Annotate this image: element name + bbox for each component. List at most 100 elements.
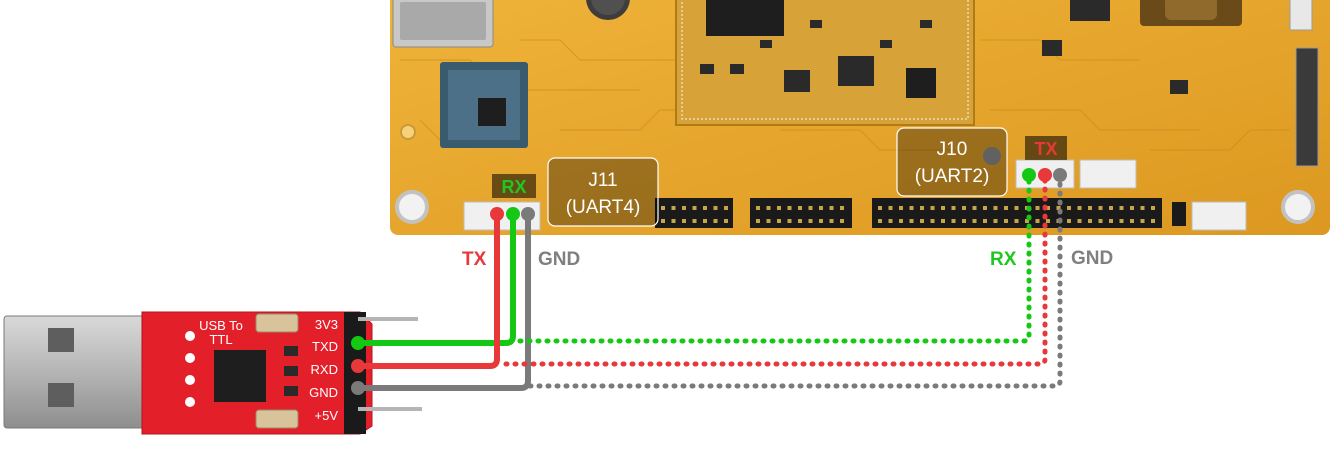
left-gnd-label: GND (538, 249, 580, 270)
header-pin (993, 219, 998, 223)
fpc-connector-top (1289, 0, 1313, 31)
header-pin (920, 219, 924, 223)
header-pin (899, 206, 903, 210)
header-pin (1035, 219, 1040, 223)
header-pin (1098, 206, 1103, 210)
j11-pin-tag-text: RX (501, 177, 526, 197)
smd-parts (700, 20, 932, 74)
header-pin (972, 206, 977, 210)
component-round (983, 147, 1001, 165)
header-pin (713, 219, 718, 223)
wire-red-solid (355, 211, 500, 369)
j10-pin-tag: TX (1025, 136, 1067, 160)
pmic-chip (906, 68, 936, 98)
header-pin (909, 219, 914, 223)
sd-card-slot-inner (400, 2, 486, 40)
header-pin (941, 219, 945, 223)
header-pin (692, 206, 697, 210)
pin-5v (358, 407, 422, 411)
header-pin (972, 219, 977, 223)
header-pin (1088, 206, 1092, 210)
wires (355, 173, 1063, 391)
battery-holder-inner (1165, 0, 1217, 20)
header-pin (962, 219, 966, 223)
header-pin (1004, 206, 1008, 210)
header-pin (1067, 219, 1071, 223)
pin-header-3 (872, 198, 1162, 228)
header-pin (661, 206, 665, 210)
left-tx-label: TX (462, 249, 487, 270)
j11-pin-tag: RX (492, 174, 536, 198)
adapter-pin-label: 3V3 (315, 317, 338, 332)
header-pin (1014, 219, 1019, 223)
smd-chip (1042, 40, 1062, 56)
header-pin (951, 219, 956, 223)
header-pin (787, 206, 792, 210)
header-pin (703, 219, 707, 223)
header-pin (1130, 219, 1134, 223)
pin-header-2 (750, 198, 852, 228)
core-module-pads (681, 0, 969, 120)
header-pin (787, 219, 792, 223)
usb-plug-hole-2 (48, 383, 74, 407)
header-pin (819, 219, 823, 223)
inductor (838, 56, 874, 86)
fpc-connector-side (1295, 47, 1319, 167)
capacitor-top (591, 0, 625, 15)
adapter-title-line2: TTL (209, 332, 232, 347)
pin-3v3 (358, 317, 418, 321)
header-pin (878, 206, 882, 210)
header-pin (713, 206, 718, 210)
header-pin (798, 206, 802, 210)
header-pin (1109, 219, 1113, 223)
header-pin (951, 206, 956, 210)
header-pin (1119, 206, 1124, 210)
inductor-2 (784, 70, 810, 92)
header-pin (888, 219, 893, 223)
header-pin (819, 206, 823, 210)
header-pin (930, 206, 935, 210)
connector-spare-1 (1079, 159, 1137, 189)
header-pin (692, 219, 697, 223)
header-pin (777, 206, 781, 210)
header-pin (941, 206, 945, 210)
header-pin (724, 206, 728, 210)
usb-plug-hole-1 (48, 328, 74, 352)
adapter-leds (284, 346, 298, 396)
adapter-pads (185, 331, 195, 407)
header-pin (1035, 206, 1040, 210)
header-pin (840, 219, 844, 223)
header-pin (756, 219, 760, 223)
j11-label: J11 (UART4) (547, 157, 659, 227)
adapter-pin-label: +5V (315, 408, 339, 423)
usb-serial-chip (214, 350, 266, 402)
header-pin (829, 206, 834, 210)
j10-label-line2: (UART2) (915, 166, 990, 187)
crystal (255, 313, 299, 333)
j10-label-line1: J10 (937, 139, 968, 160)
cpu-chip (706, 0, 784, 36)
header-pin (1119, 219, 1124, 223)
header-pin (798, 219, 802, 223)
header-pin (1130, 206, 1134, 210)
header-pin (840, 206, 844, 210)
mounting-hole-right (1281, 190, 1315, 224)
header-pin (1004, 219, 1008, 223)
header-pin (888, 206, 893, 210)
header-pin (930, 219, 935, 223)
wire-green-dotted (517, 173, 1032, 344)
adapter-title-line1: USB To (199, 318, 243, 333)
header-pin (829, 219, 834, 223)
j11-label-line1: J11 (588, 170, 617, 191)
header-pin (920, 206, 924, 210)
wire-gray-dotted (527, 173, 1063, 389)
via-pad (400, 124, 416, 140)
right-gnd-label: GND (1071, 248, 1113, 269)
header-pin (808, 219, 813, 223)
header-pin (878, 219, 882, 223)
dev-board (390, 0, 1330, 235)
wire-gray-solid (355, 211, 531, 391)
header-pin (1014, 206, 1019, 210)
